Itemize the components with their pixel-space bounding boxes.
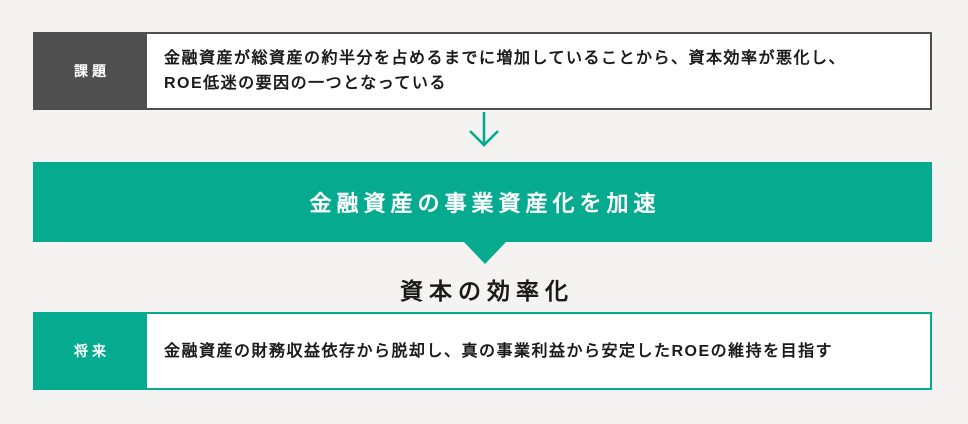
- acceleration-banner: 金融資産の事業資産化を加速: [33, 162, 932, 242]
- future-label-text: 将来: [74, 343, 110, 359]
- issue-text-line1: 金融資産が総資産の約半分を占めるまでに増加していることから、資本効率が悪化し、: [164, 50, 847, 67]
- issue-label: 課題: [33, 32, 147, 110]
- future-text: 金融資産の財務収益依存から脱却し、真の事業利益から安定したROEの維持を目指す: [164, 342, 834, 360]
- future-content: 金融資産の財務収益依存から脱却し、真の事業利益から安定したROEの維持を目指す: [147, 314, 930, 388]
- issue-content: 金融資産が総資産の約半分を占めるまでに増加していることから、資本効率が悪化し、 …: [147, 34, 930, 108]
- section-heading: 資本の効率化: [400, 278, 574, 304]
- banner-title: 金融資産の事業資産化を加速: [309, 191, 661, 216]
- future-label: 将来: [33, 312, 147, 390]
- issue-row: 課題 金融資産が総資産の約半分を占めるまでに増加していることから、資本効率が悪化…: [33, 32, 932, 110]
- issue-label-text: 課題: [74, 63, 110, 79]
- future-row: 将来 金融資産の財務収益依存から脱却し、真の事業利益から安定したROEの維持を目…: [33, 312, 932, 390]
- down-arrow-icon: [469, 112, 499, 147]
- issue-text-line2: ROE低迷の要因の一つとなっている: [164, 75, 447, 92]
- banner-pointer-triangle: [464, 242, 506, 264]
